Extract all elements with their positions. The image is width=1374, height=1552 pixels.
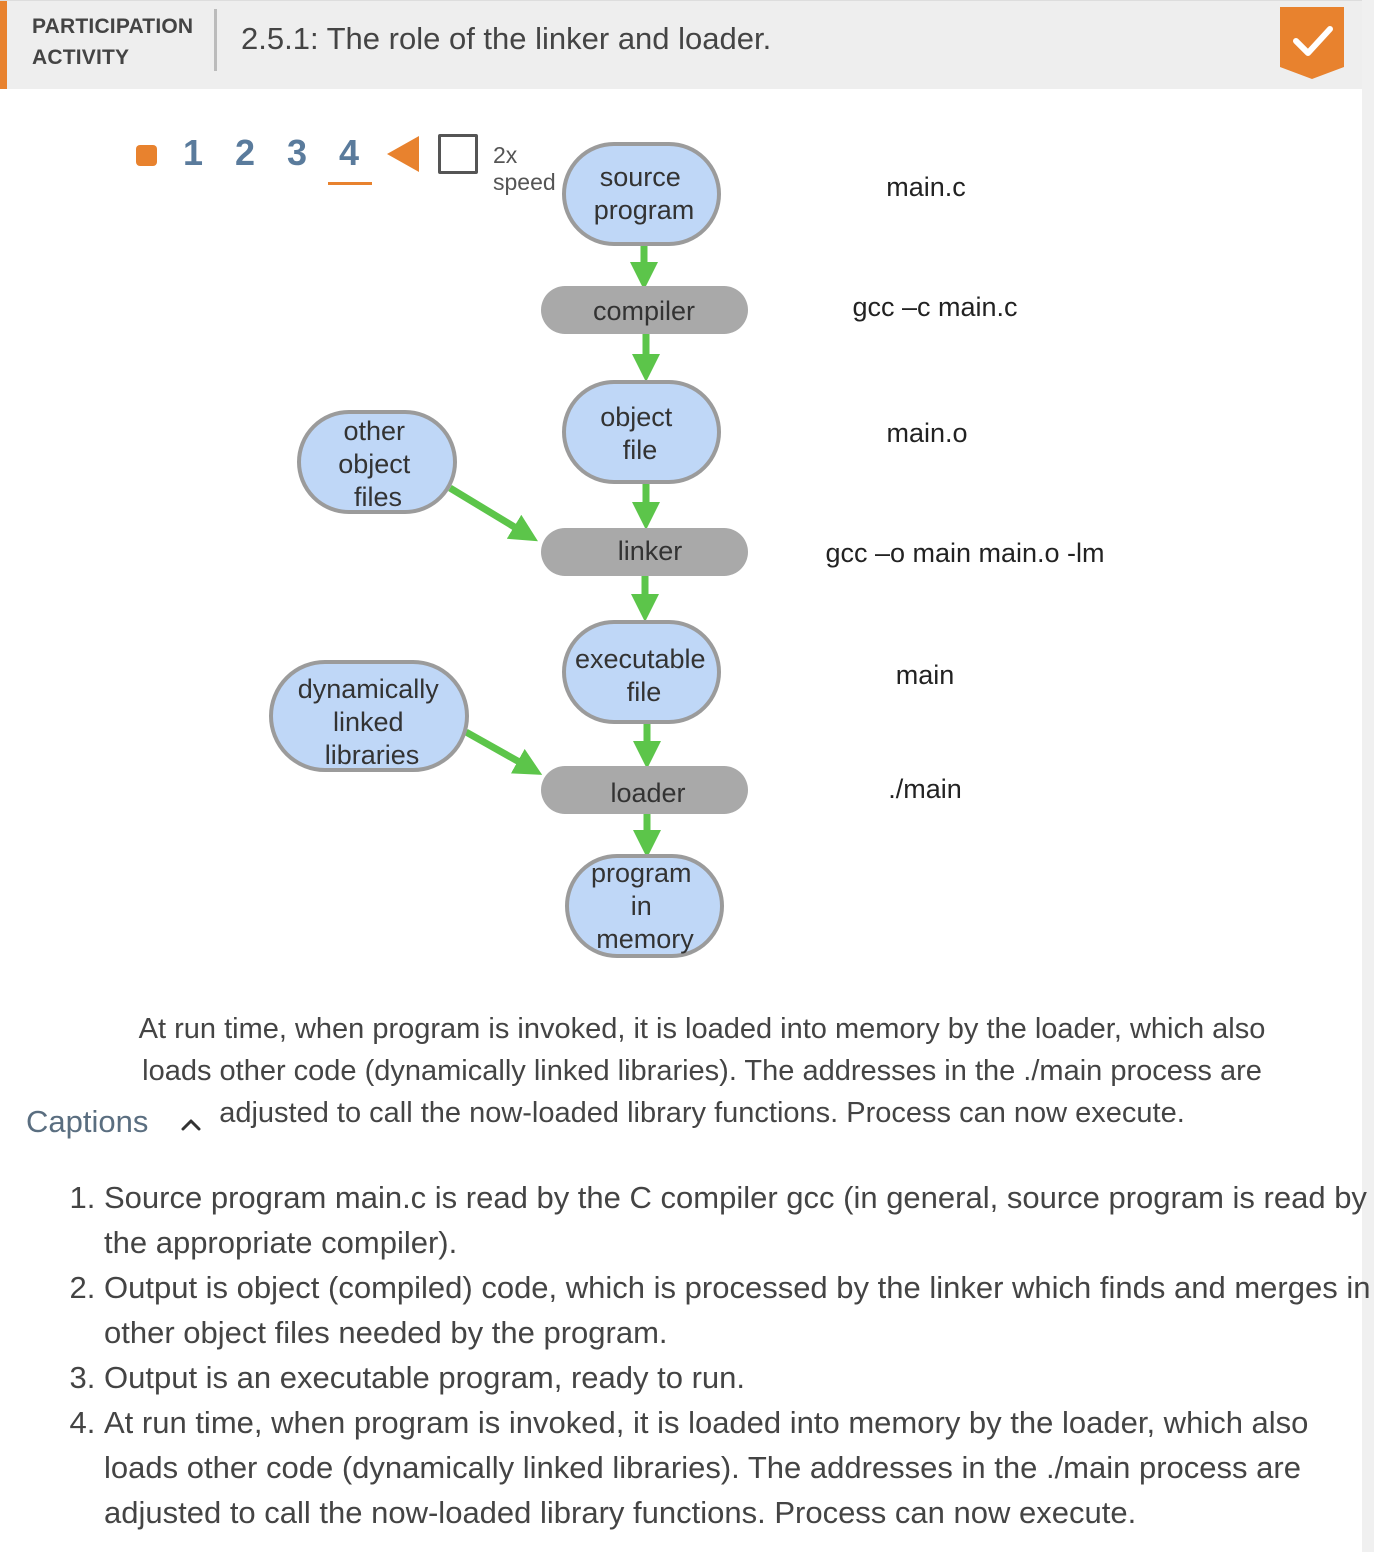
label-line: program [591, 858, 692, 888]
label-loader: loader [610, 778, 685, 808]
speed-label: 2x speed [493, 142, 556, 195]
label-line: object [600, 402, 673, 432]
label-other-object-files: other object files [338, 416, 418, 512]
label-line: program [594, 195, 695, 225]
caption-item: Source program main.c is read by the C c… [104, 1175, 1374, 1265]
command-source: main.c [886, 172, 966, 202]
header-accent-bar [0, 1, 7, 89]
caption-item: Output is object (compiled) code, which … [104, 1265, 1374, 1355]
node-linker [541, 528, 748, 576]
label-line: memory [596, 924, 694, 954]
label-compiler: compiler [593, 296, 695, 326]
command-linker: gcc –o main main.o -lm [825, 538, 1104, 568]
activity-header: PARTICIPATION ACTIVITY 2.5.1: The role o… [0, 0, 1362, 89]
caption-item: At run time, when program is invoked, it… [104, 1400, 1374, 1535]
speed-checkbox[interactable] [438, 134, 478, 174]
arrow-other-to-linker [448, 485, 538, 542]
command-compiler: gcc –c main.c [852, 292, 1017, 322]
label-line: executable [575, 644, 706, 674]
activity-title: 2.5.1: The role of the linker and loader… [241, 21, 772, 56]
label-line: file [623, 435, 658, 465]
activity-type-label: PARTICIPATION ACTIVITY [32, 11, 193, 73]
chevron-up-icon[interactable] [180, 1116, 202, 1132]
node-compiler [541, 286, 748, 334]
label-line: dynamically [298, 674, 440, 704]
label-linker: linker [618, 536, 683, 566]
current-caption: At run time, when program is invoked, it… [138, 1013, 1266, 1129]
label-line: file [627, 677, 662, 707]
label-object-file: object file [600, 402, 680, 465]
label-source-program: source program [594, 162, 695, 225]
step-button-2[interactable]: 2 [235, 132, 256, 173]
label-line: files [354, 482, 402, 512]
label-line: libraries [325, 740, 420, 770]
label-line: linked [333, 707, 404, 737]
completed-check-icon [1280, 7, 1344, 79]
captions-toggle[interactable]: Captions [26, 1104, 149, 1139]
step-button-1[interactable]: 1 [183, 132, 204, 173]
label-line: source [600, 162, 681, 192]
label-dynamically-linked-libraries: dynamically linked libraries [298, 674, 447, 770]
current-step-indicator [328, 182, 372, 185]
command-executable: main [896, 660, 955, 690]
linker-loader-diagram: source program compiler object file othe… [269, 142, 1105, 958]
node-other-object-files [297, 410, 457, 514]
label-line: object [338, 449, 411, 479]
label-line: in [631, 891, 652, 921]
command-loader: ./main [888, 774, 962, 804]
node-source-program [562, 142, 721, 246]
label-executable-file: executable file [575, 644, 713, 707]
label-line: compiler [593, 296, 695, 326]
node-dynamically-linked-libraries [269, 660, 469, 772]
label-program-in-memory: program in memory [591, 858, 699, 954]
play-back-icon[interactable] [385, 134, 421, 174]
command-object: main.o [886, 418, 967, 448]
caption-list: Source program main.c is read by the C c… [58, 1175, 1374, 1535]
label-line: other [343, 416, 405, 446]
header-divider [214, 9, 217, 71]
node-object-file [562, 380, 721, 484]
label-line: loader [610, 778, 685, 808]
node-program-in-memory [565, 854, 724, 958]
step-button-3[interactable]: 3 [287, 132, 308, 173]
scroll-edge [1362, 0, 1374, 1552]
start-button[interactable] [136, 145, 157, 166]
node-executable-file [562, 620, 721, 724]
activity-label-line2: ACTIVITY [32, 46, 130, 69]
arrow-dll-to-loader [464, 728, 543, 775]
activity-label-line1: PARTICIPATION [32, 15, 194, 38]
node-loader [541, 766, 748, 814]
label-line: linker [618, 536, 683, 566]
caption-item: Output is an executable program, ready t… [104, 1355, 1374, 1400]
step-button-4[interactable]: 4 [339, 132, 360, 173]
